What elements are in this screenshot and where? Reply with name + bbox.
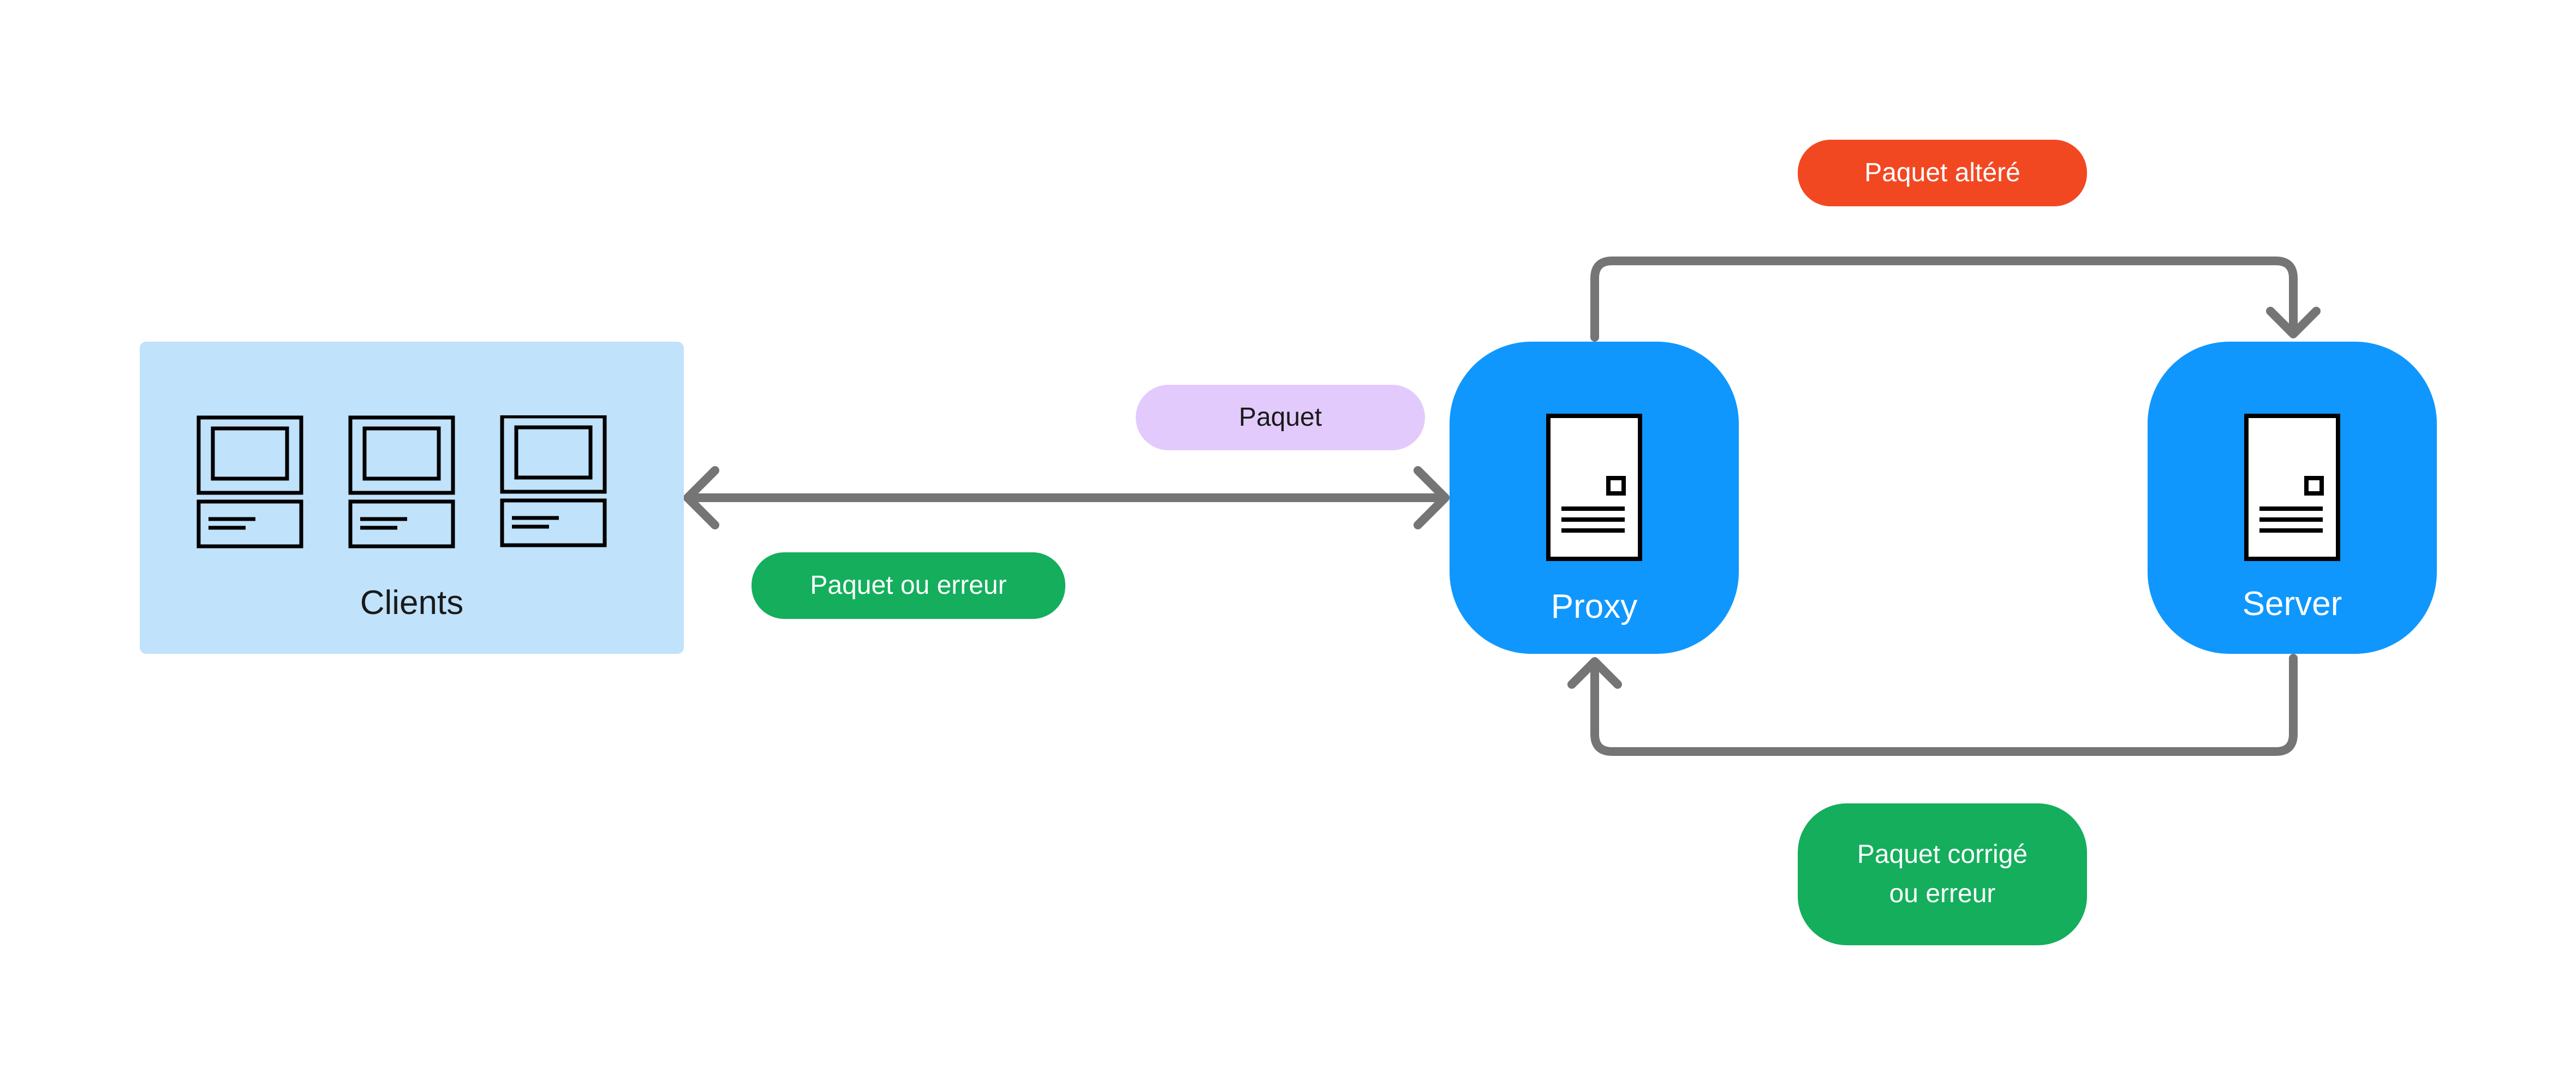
server-to-proxy-connector: [1590, 654, 2298, 756]
computer-terminal-2: [348, 415, 455, 549]
server-document-icon: [2244, 414, 2340, 561]
clients-label: Clients: [360, 584, 464, 622]
arrowhead-up-icon: [1567, 657, 1622, 689]
corrected-packet-label: Paquet corrigé ou erreur: [1798, 803, 2087, 945]
server-document-icon: [1546, 414, 1642, 561]
packet-label: Paquet: [1136, 385, 1425, 450]
computer-terminal-icon: [196, 415, 607, 549]
proxy-to-server-connector: [1590, 257, 2298, 342]
packet-or-error-label: Paquet ou erreur: [752, 552, 1065, 619]
altered-packet-label: Paquet altéré: [1798, 140, 2087, 206]
computer-terminal-3: [500, 415, 607, 547]
server-node[interactable]: Server: [2148, 342, 2437, 654]
proxy-node[interactable]: Proxy: [1450, 342, 1739, 654]
arrowhead-down-icon: [2266, 307, 2321, 338]
computer-terminal-1: [196, 415, 303, 549]
proxy-label: Proxy: [1551, 588, 1638, 625]
arrowhead-right-icon: [1414, 466, 1450, 529]
clients-node[interactable]: Clients: [140, 342, 684, 654]
server-label: Server: [2242, 585, 2342, 623]
arrowhead-left-icon: [683, 466, 719, 529]
